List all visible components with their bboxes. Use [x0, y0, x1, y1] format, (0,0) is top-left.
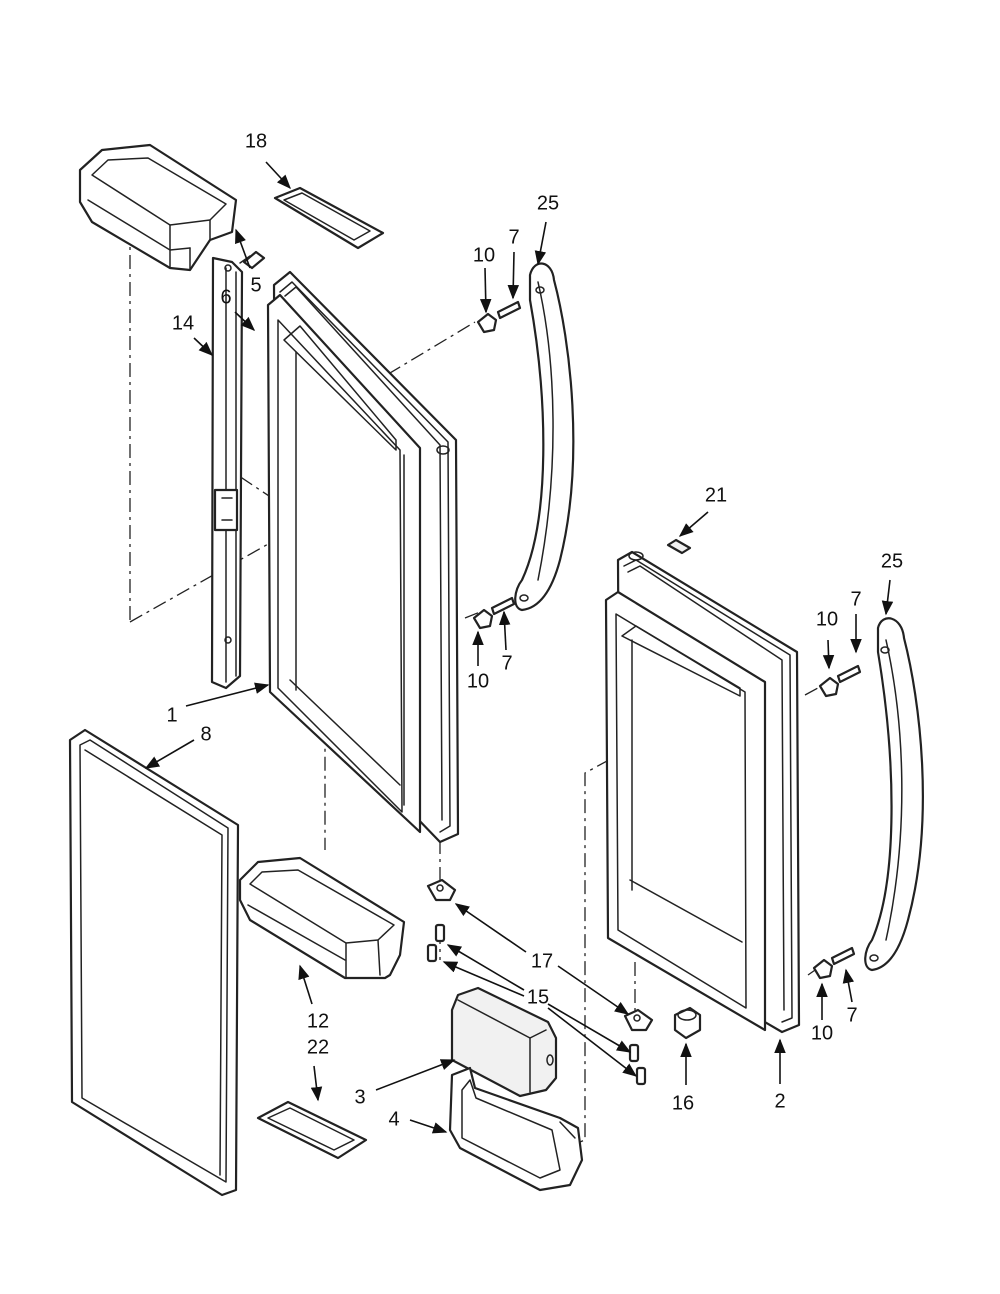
callout-5: 5 — [250, 274, 261, 296]
callout-8: 8 — [200, 723, 211, 745]
dispenser-cover — [450, 986, 558, 1098]
mullion-hinge-bar — [210, 256, 244, 690]
door-handle-left — [514, 262, 575, 612]
shelf-insert-lower — [256, 1100, 368, 1160]
callout-2: 2 — [774, 1090, 785, 1112]
door-cam — [673, 1006, 702, 1040]
handle-hardware — [472, 300, 862, 980]
door-gasket — [68, 728, 240, 1197]
callout-12: 12 — [307, 1010, 329, 1032]
callout-21: 21 — [705, 484, 727, 506]
callout-14: 14 — [172, 312, 194, 334]
callout-18: 18 — [245, 130, 267, 152]
door-bin-lower — [238, 856, 406, 980]
rating-label — [666, 538, 692, 555]
left-door — [266, 270, 460, 844]
callout-16: 16 — [672, 1092, 694, 1114]
callout-22: 22 — [307, 1036, 329, 1058]
callout-10-left-bottom: 10 — [467, 670, 489, 692]
callout-17: 17 — [531, 950, 553, 972]
callout-25-left: 25 — [537, 192, 559, 214]
right-door — [604, 550, 801, 1034]
callout-15: 15 — [527, 986, 549, 1008]
callout-7-right-bottom: 7 — [846, 1004, 857, 1026]
shelf-insert-upper — [273, 186, 385, 250]
callout-4: 4 — [388, 1108, 399, 1130]
door-handle-right — [864, 617, 924, 972]
callout-10-left-top: 10 — [473, 244, 495, 266]
door-hinge-bracket-left — [426, 878, 457, 902]
callout-7-left-bottom: 7 — [501, 652, 512, 674]
hinge-screws — [426, 923, 647, 1086]
door-hinge-bracket-right — [623, 1008, 654, 1032]
callout-7-right-top: 7 — [850, 588, 861, 610]
callout-3: 3 — [354, 1086, 365, 1108]
dispenser-tray — [448, 1066, 584, 1192]
leader-arrows — [144, 161, 894, 1134]
hinge-screw — [239, 250, 266, 270]
callout-10-right-bottom: 10 — [811, 1022, 833, 1044]
callout-7-left-top: 7 — [508, 226, 519, 248]
callout-25-right: 25 — [881, 550, 903, 572]
door-bin-upper — [78, 143, 238, 272]
callout-10-right-top: 10 — [816, 608, 838, 630]
callout-labels: 18 25 10 7 5 6 14 21 25 10 7 10 7 1 8 17… — [166, 130, 903, 1130]
callout-6: 6 — [220, 286, 231, 308]
callout-1: 1 — [166, 704, 177, 726]
